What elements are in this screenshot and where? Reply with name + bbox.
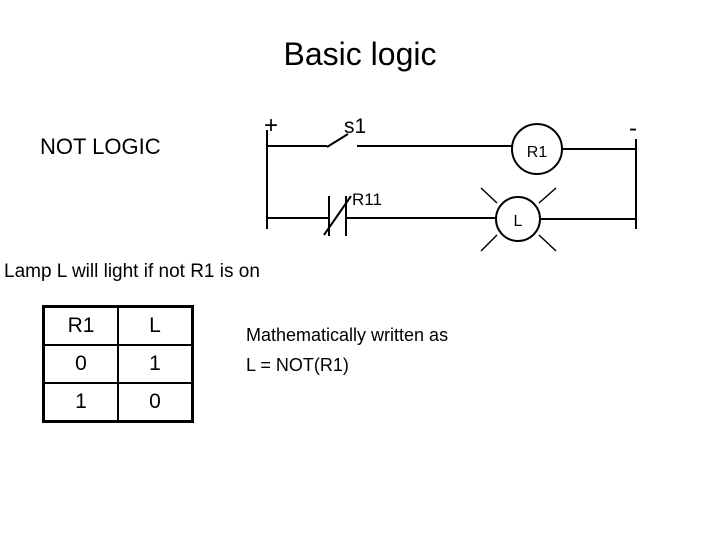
coil-r1-label: R1	[527, 144, 548, 161]
table-header-r1: R1	[42, 305, 119, 346]
contact-s1-blade	[326, 133, 349, 148]
math-notation-block: Mathematically written as L = NOT(R1)	[246, 320, 448, 380]
table-row: 0 1	[42, 344, 194, 384]
lamp-l-ray-top-left	[480, 187, 498, 204]
table-cell-l-row2: 0	[117, 382, 194, 423]
contact-r11-label: R11	[352, 190, 382, 209]
contact-r11-slash	[323, 195, 352, 236]
truth-table: R1 L 0 1 1 0	[42, 305, 194, 423]
page-title: Basic logic	[283, 36, 437, 72]
math-intro-text: Mathematically written as	[246, 325, 449, 345]
math-expression: L = NOT(R1)	[246, 355, 349, 375]
contact-s1-label: s1	[344, 115, 366, 138]
lamp-l-ray-top-right	[538, 187, 557, 204]
table-header-row: R1 L	[42, 305, 194, 346]
table-cell-l-row1: 1	[117, 344, 194, 384]
left-rail-plus-label: +	[264, 112, 278, 139]
lamp-l-ray-bottom-right	[538, 234, 557, 252]
table-cell-r1-row1: 0	[42, 344, 119, 384]
ladder-diagram: + - s1 R11 R1 L	[264, 112, 637, 252]
lamp-l-label: L	[514, 213, 523, 230]
caption-text: Lamp L will light if not R1 is on	[4, 261, 260, 282]
right-rail-minus-label: -	[629, 115, 637, 142]
table-header-l: L	[117, 305, 194, 346]
table-cell-r1-row2: 1	[42, 382, 119, 423]
lamp-l-ray-bottom-left	[480, 234, 498, 252]
section-label-not-logic: NOT LOGIC	[40, 134, 161, 159]
table-row: 1 0	[42, 382, 194, 423]
